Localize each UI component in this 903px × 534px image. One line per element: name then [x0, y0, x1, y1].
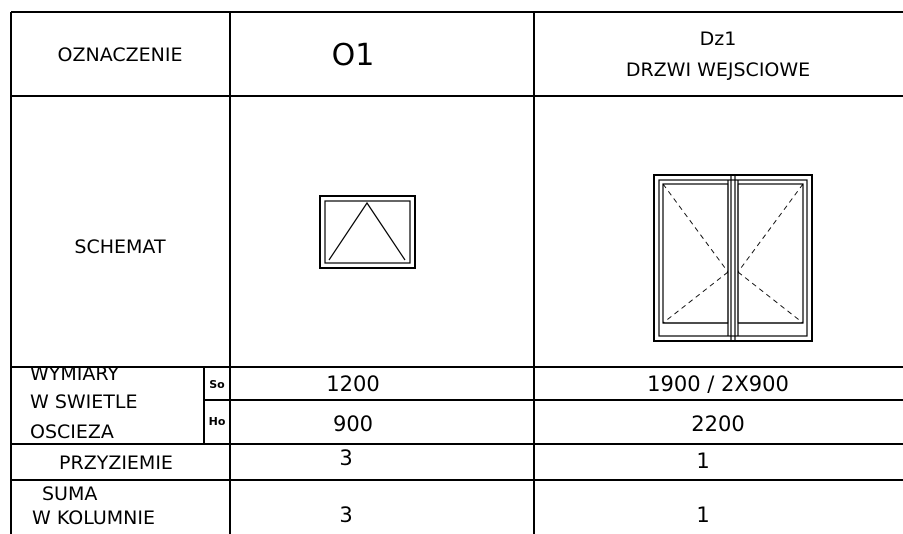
table-grid: [10, 11, 903, 534]
col2-so-value: 1900 / 2X900: [647, 372, 789, 396]
col1-code: O1: [332, 38, 375, 73]
przyziemie-col2: 1: [696, 449, 709, 473]
col2-name: DRZWI WEJSCIOWE: [626, 59, 810, 81]
suma-col1: 3: [339, 503, 352, 527]
schemat-label: SCHEMAT: [74, 236, 166, 258]
przyziemie-label: PRZYZIEMIE: [59, 452, 173, 474]
oznaczenie-label: OZNACZENIE: [58, 44, 183, 66]
tilt-window-icon: [319, 195, 416, 269]
col1-ho-value: 900: [333, 412, 373, 436]
col2-ho-value: 2200: [691, 412, 744, 436]
ho-label: Ho: [209, 415, 226, 428]
przyziemie-col1: 3: [339, 446, 352, 470]
wymiary-label-line3: OSCIEZA: [30, 421, 114, 443]
col1-so-value: 1200: [326, 372, 379, 396]
suma-col2: 1: [696, 503, 709, 527]
wymiary-label-line1: WYMIARY: [30, 363, 119, 385]
suma-label-line1: SUMA: [42, 483, 97, 505]
double-door-icon: [653, 174, 813, 342]
wymiary-label-line2: W SWIETLE: [30, 391, 137, 413]
suma-label-line2: W KOLUMNIE: [32, 507, 155, 529]
col2-code: Dz1: [700, 28, 737, 50]
so-label: So: [209, 378, 225, 391]
